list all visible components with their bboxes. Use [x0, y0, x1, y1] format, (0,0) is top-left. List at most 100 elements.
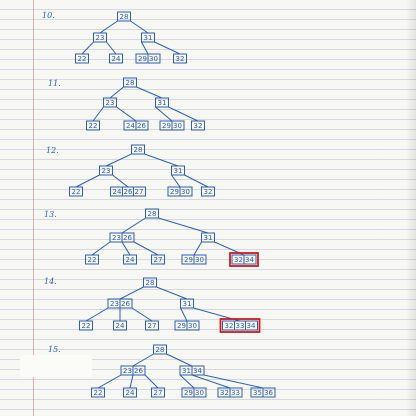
tree-node: 22 [86, 120, 100, 131]
node-key: 31 [204, 234, 213, 242]
node-key: 26 [123, 234, 132, 242]
tree-node: 28 [145, 208, 159, 219]
tree-node: 32 [173, 53, 187, 64]
node-key: 30 [181, 188, 190, 196]
node-key: 31 [174, 167, 183, 175]
tree-node: 24 [109, 53, 123, 64]
tree-node: 22 [69, 186, 83, 197]
node-box [113, 320, 127, 331]
node-key: 22 [94, 389, 103, 397]
tree-node: 31 [141, 32, 155, 43]
node-key: 26 [121, 300, 130, 308]
node-key: 30 [149, 55, 158, 63]
node-box [123, 387, 137, 398]
tree-edge [85, 307, 109, 322]
tree-edge [92, 106, 104, 122]
node-box [117, 11, 131, 22]
tree-node: 32 [191, 120, 205, 131]
tree-node: 28 [131, 144, 145, 155]
tree-edge [155, 106, 173, 122]
tree-edge [144, 153, 179, 167]
node-box [145, 208, 159, 219]
node-box [222, 320, 258, 331]
tree-edge [179, 374, 195, 389]
node-key: 24 [126, 389, 135, 397]
node-key: 32 [194, 122, 203, 130]
node-box [86, 120, 100, 131]
node-key: 28 [126, 79, 135, 87]
tree-node: 22 [91, 387, 105, 398]
tree-edge [81, 41, 94, 55]
node-key: 23 [110, 300, 119, 308]
node-box [153, 344, 167, 355]
node-key: 26 [137, 122, 146, 130]
node-box [123, 254, 137, 265]
tree-node: 28 [143, 277, 157, 288]
tree-edge [132, 353, 154, 367]
node-key: 24 [116, 322, 125, 330]
tree-edge [144, 374, 159, 389]
problem-number: 14. [44, 277, 57, 286]
node-key: 23 [112, 234, 121, 242]
tree-edge [191, 374, 231, 389]
node-key: 23 [96, 34, 105, 42]
node-key: 23 [123, 367, 132, 375]
node-key: 33 [236, 322, 245, 330]
node-box [201, 232, 215, 243]
highlight-box [229, 252, 259, 267]
node-key: 24 [112, 55, 121, 63]
tree-edge [121, 241, 131, 256]
node-key: 22 [89, 122, 98, 130]
node-key: 31 [144, 34, 153, 42]
node-key: 34 [245, 256, 254, 264]
problem-number: 10. [42, 11, 55, 20]
tree-edge [203, 374, 264, 389]
node-box [79, 320, 93, 331]
tree-edge [158, 217, 209, 234]
node-key: 29 [184, 389, 193, 397]
problem-number: 13. [44, 210, 57, 219]
tree-edge [168, 106, 199, 122]
node-key: 30 [188, 322, 197, 330]
tree-edge [133, 241, 159, 256]
tree-node: 23 [103, 97, 117, 108]
tree-node: 27 [145, 320, 159, 331]
node-box [173, 53, 187, 64]
node-key: 30 [173, 122, 182, 130]
node-box [131, 144, 145, 155]
node-key: 36 [264, 389, 273, 397]
node-box [99, 165, 113, 176]
tree-edge [154, 41, 181, 55]
node-key: 27 [135, 188, 144, 196]
tree-node: 22 [75, 53, 89, 64]
tree-edge [106, 41, 117, 55]
node-key: 32 [234, 256, 243, 264]
highlight-box [219, 318, 261, 333]
tree-edge [109, 86, 124, 99]
tree-edge [116, 106, 137, 122]
node-key: 29 [162, 122, 171, 130]
node-key: 31 [183, 300, 192, 308]
tree-edge [97, 374, 122, 389]
node-key: 31 [182, 367, 191, 375]
node-key: 24 [113, 188, 122, 196]
node-key: 28 [148, 210, 157, 218]
tree-node: 22 [79, 320, 93, 331]
node-key: 27 [154, 256, 163, 264]
node-key: 22 [82, 322, 91, 330]
node-key: 27 [154, 389, 163, 397]
tree-edge [121, 217, 146, 234]
node-key: 27 [148, 322, 157, 330]
node-box [75, 53, 89, 64]
tree-node: 31 [171, 165, 185, 176]
